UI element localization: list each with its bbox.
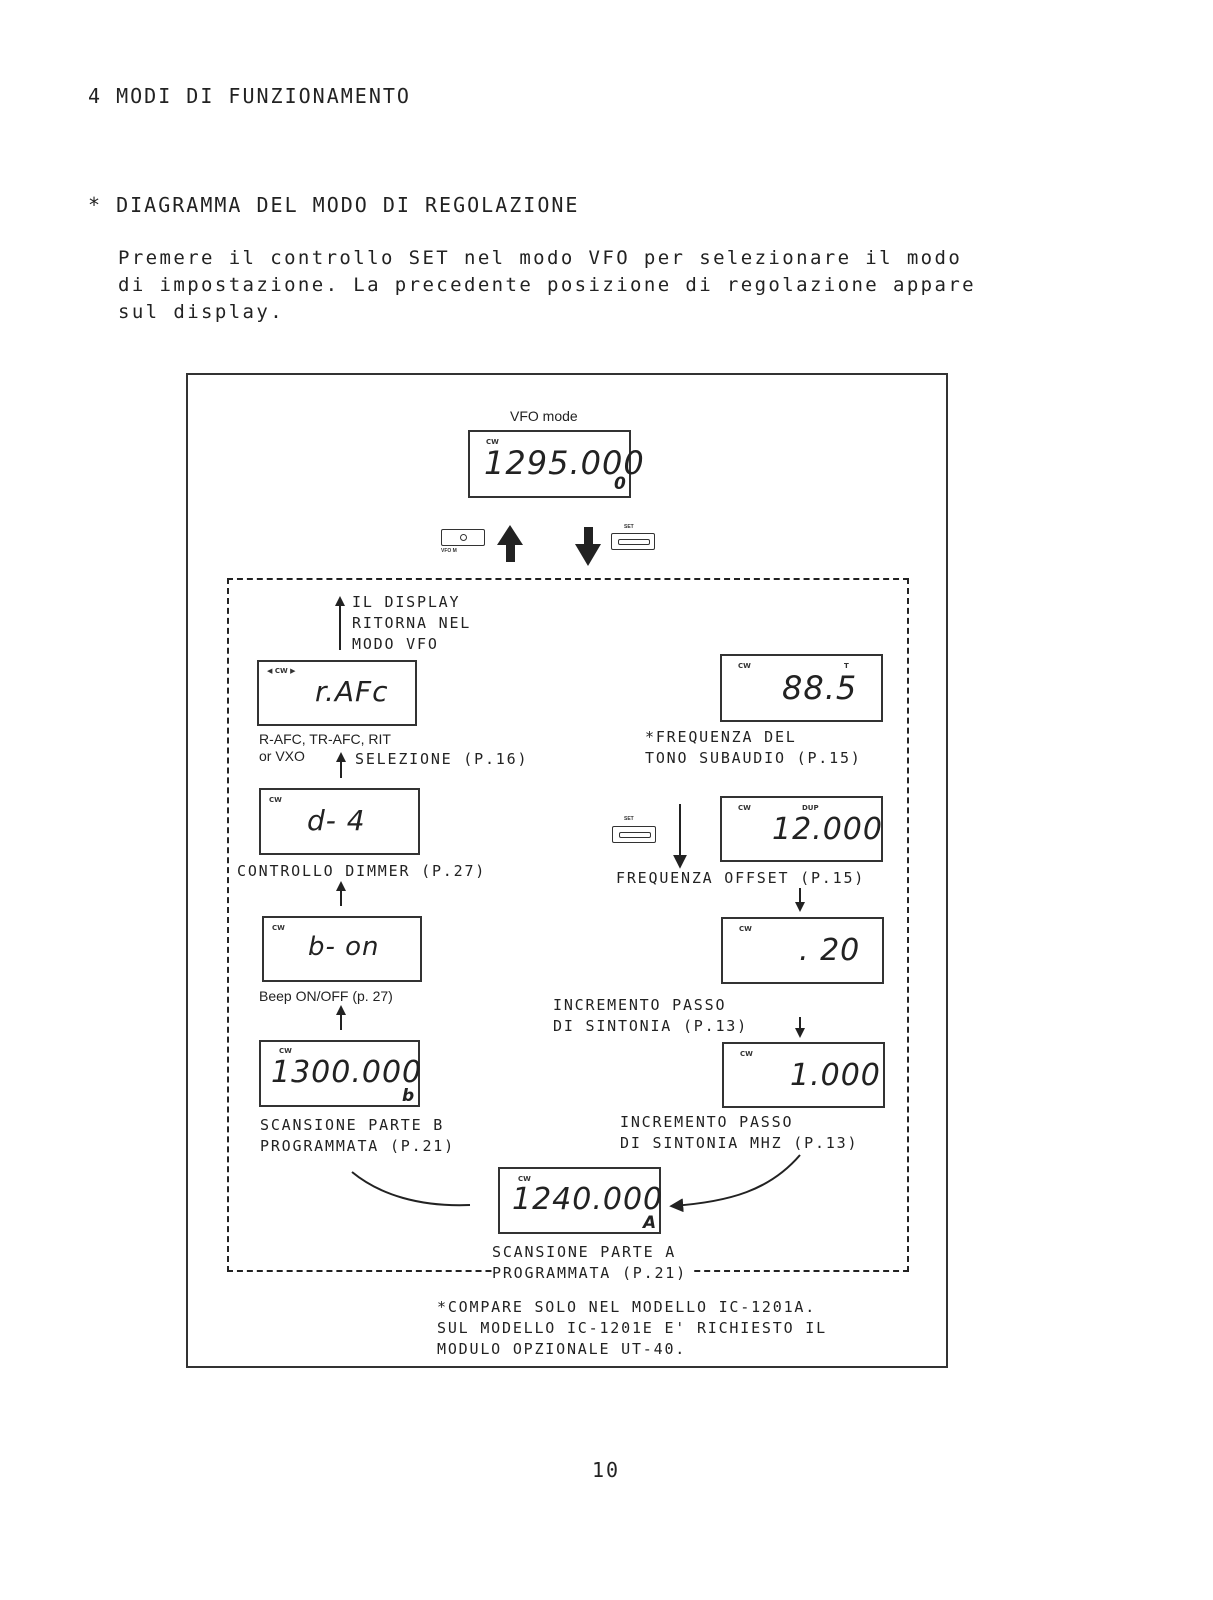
tone-caption: *FREQUENZA DEL TONO SUBAUDIO (P.15): [645, 728, 862, 767]
beep-caption: Beep ON/OFF (p. 27): [259, 988, 393, 1004]
vfo-m-button[interactable]: [441, 529, 485, 546]
scan-b-marker: b: [402, 1086, 415, 1106]
diagram-frame: [186, 373, 948, 1368]
set-button-2-label: SET: [624, 816, 634, 822]
tone-indicator: T: [844, 662, 849, 670]
scan-b-frequency: 1300.000: [271, 1055, 423, 1090]
cw-indicator: CW: [739, 925, 752, 933]
rafc-caption: R-AFC, TR-AFC, RIT or VXO: [259, 731, 391, 764]
step-display: CW . 20: [721, 917, 884, 984]
beep-display: CW b- on: [262, 916, 422, 982]
offset-display: CW DUP 12.000: [720, 796, 883, 862]
rafc-display: ◀ CW ▶ r.AFc: [257, 660, 417, 726]
cw-indicator: CW: [738, 804, 751, 812]
set-button[interactable]: [611, 533, 655, 550]
cw-indicator: CW: [279, 1047, 292, 1055]
dimmer-caption: CONTROLLO DIMMER (P.27): [237, 862, 487, 880]
footnote: *COMPARE SOLO NEL MODELLO IC-1201A. SUL …: [437, 1298, 827, 1358]
vfo-memory-channel: 0: [614, 474, 626, 494]
scan-a-caption: SCANSIONE PARTE A PROGRAMMATA (P.21): [492, 1242, 691, 1284]
vfo-m-button-label: VFO M: [441, 548, 457, 554]
up-arrow-to-vfo: [497, 525, 523, 562]
cw-indicator: CW: [738, 662, 751, 670]
dimmer-value: d- 4: [307, 804, 366, 837]
scan-b-display: CW 1300.000 b: [259, 1040, 423, 1107]
step-caption: INCREMENTO PASSO DI SINTONIA (P.13): [553, 996, 748, 1035]
page-number: 10: [592, 1458, 621, 1482]
intro-paragraph: Premere il controllo SET nel modo VFO pe…: [118, 247, 977, 323]
cw-indicator: CW: [272, 924, 285, 932]
cw-indicator: CW: [269, 796, 282, 804]
scan-b-caption: SCANSIONE PARTE B PROGRAMMATA (P.21): [260, 1116, 455, 1155]
dimmer-display: CW d- 4: [259, 788, 420, 855]
scan-a-marker: A: [643, 1213, 657, 1233]
mhz-step-value: 1.000: [790, 1058, 881, 1093]
mhz-step-caption: INCREMENTO PASSO DI SINTONIA MHZ (P.13): [620, 1113, 859, 1152]
vfo-frequency: 1295.000: [484, 444, 645, 482]
subsection-title: * DIAGRAMMA DEL MODO DI REGOLAZIONE: [88, 193, 580, 217]
offset-caption: FREQUENZA OFFSET (P.15): [616, 869, 866, 887]
offset-value: 12.000: [772, 812, 883, 847]
rafc-selection-caption: SELEZIONE (P.16): [355, 750, 529, 768]
rafc-value: r.AFc: [315, 675, 389, 708]
vfo-mode-label: VFO mode: [510, 408, 578, 424]
dup-indicator: DUP: [802, 804, 819, 812]
curve-mhz-to-scana: [669, 1154, 801, 1213]
scan-a-frequency: 1240.000: [512, 1182, 664, 1217]
scan-a-display: CW 1240.000 A: [498, 1167, 664, 1234]
set-button-label: SET: [624, 524, 634, 530]
cw-indicator: CW: [486, 438, 499, 446]
mhz-step-display: CW 1.000: [722, 1042, 885, 1108]
step-value: . 20: [799, 933, 861, 968]
cw-indicator: CW: [740, 1050, 753, 1058]
cw-indicator: CW: [518, 1175, 531, 1183]
beep-value: b- on: [308, 932, 380, 962]
set-button-offset[interactable]: [612, 826, 656, 843]
cw-indicator: ◀ CW ▶: [267, 667, 296, 675]
down-arrow-from-vfo: [575, 527, 601, 566]
curve-scana-to-scanb: [351, 1171, 471, 1207]
return-note: IL DISPLAY RITORNA NEL MODO VFO: [352, 593, 472, 653]
vfo-display: CW 1295.000 0: [468, 430, 644, 498]
tone-value: 88.5: [782, 669, 858, 707]
tone-display: CW T 88.5: [720, 654, 883, 722]
section-title: 4 MODI DI FUNZIONAMENTO: [88, 84, 411, 108]
